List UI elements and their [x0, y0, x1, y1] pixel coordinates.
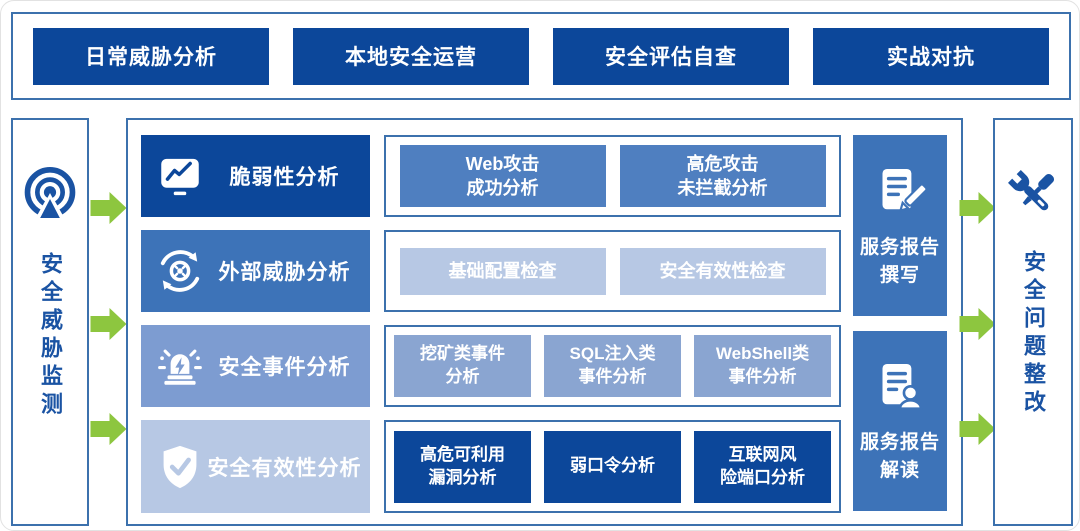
- monitor-chart-icon: [155, 151, 205, 201]
- right-panel-issue-rectification: 安全问题整改: [993, 118, 1073, 526]
- item-internet-risk-port-analysis: 互联网风 险端口分析: [694, 430, 831, 503]
- item-highrisk-attack-unblocked-analysis: 高危攻击 未拦截分析: [619, 145, 826, 207]
- report-interpretation-label: 服务报告 解读: [859, 432, 940, 481]
- siren-icon: [155, 341, 205, 391]
- row-label-external-threat-analysis: 外部威胁分析: [141, 230, 370, 312]
- tools-icon: [1004, 166, 1062, 224]
- item-mining-event-analysis: 挖矿类事件 分析: [394, 335, 531, 397]
- doc-pencil-icon: [872, 162, 928, 218]
- row-label-vulnerability-analysis: 脆弱性分析: [141, 135, 370, 217]
- flow-arrow: [90, 413, 127, 445]
- item-sql-injection-event-analysis: SQL注入类 事件分析: [544, 335, 681, 397]
- item-basic-configuration-check: 基础配置检查: [399, 247, 606, 295]
- row-vulnerability-analysis: 脆弱性分析 Web攻击 成功分析 高危攻击 未拦截分析: [141, 135, 841, 217]
- phase-practical-confrontation: 实战对抗: [813, 27, 1049, 85]
- row-security-effectiveness-analysis: 安全有效性分析 高危可利用 漏洞分析 弱口令分析 互联网风 险端口分析: [141, 420, 841, 513]
- shield-check-icon: [155, 442, 205, 492]
- row-content-vulnerability-analysis: Web攻击 成功分析 高危攻击 未拦截分析: [384, 135, 841, 217]
- report-writing-label: 服务报告 撰写: [859, 236, 940, 286]
- flow-arrow: [959, 413, 996, 445]
- flow-arrow: [959, 308, 996, 340]
- left-panel-label: 安全威胁监测: [38, 252, 63, 420]
- item-webshell-event-analysis: WebShell类 事件分析: [694, 335, 831, 397]
- report-writing-box: 服务报告 撰写: [853, 135, 947, 316]
- broadcast-icon: [20, 166, 80, 226]
- item-highrisk-exploitable-vuln-analysis: 高危可利用 漏洞分析: [394, 430, 531, 503]
- flow-arrow: [90, 308, 127, 340]
- row-content-security-event-analysis: 挖矿类事件 分析 SQL注入类 事件分析 WebShell类 事件分析: [384, 325, 841, 407]
- item-security-effectiveness-check: 安全有效性检查: [619, 247, 826, 295]
- phase-security-assessment-selfcheck: 安全评估自查: [553, 27, 789, 85]
- item-web-attack-success-analysis: Web攻击 成功分析: [399, 145, 606, 207]
- right-panel-label: 安全问题整改: [1021, 250, 1046, 418]
- top-phase-bar: 日常威胁分析 本地安全运营 安全评估自查 实战对抗: [11, 12, 1071, 100]
- flow-arrow: [90, 192, 127, 224]
- row-external-threat-analysis: 外部威胁分析 基础配置检查 安全有效性检查: [141, 230, 841, 312]
- flow-arrow: [959, 192, 996, 224]
- radar-target-icon: [155, 246, 205, 296]
- row-content-security-effectiveness-analysis: 高危可利用 漏洞分析 弱口令分析 互联网风 险端口分析: [384, 420, 841, 513]
- row-label-security-effectiveness-analysis: 安全有效性分析: [141, 420, 370, 513]
- phase-daily-threat-analysis: 日常威胁分析: [33, 27, 269, 85]
- report-interpretation-box: 服务报告 解读: [853, 331, 947, 511]
- row-security-event-analysis: 安全事件分析 挖矿类事件 分析 SQL注入类 事件分析 WebShell类 事件…: [141, 325, 841, 407]
- row-content-external-threat-analysis: 基础配置检查 安全有效性检查: [384, 230, 841, 312]
- doc-person-icon: [872, 357, 928, 413]
- row-label-security-event-analysis: 安全事件分析: [141, 325, 370, 407]
- phase-local-security-operation: 本地安全运营: [293, 27, 529, 85]
- main-analysis-panel: 脆弱性分析 Web攻击 成功分析 高危攻击 未拦截分析: [126, 118, 963, 526]
- left-panel-threat-monitoring: 安全威胁监测: [11, 118, 89, 526]
- item-weak-password-analysis: 弱口令分析: [544, 430, 681, 503]
